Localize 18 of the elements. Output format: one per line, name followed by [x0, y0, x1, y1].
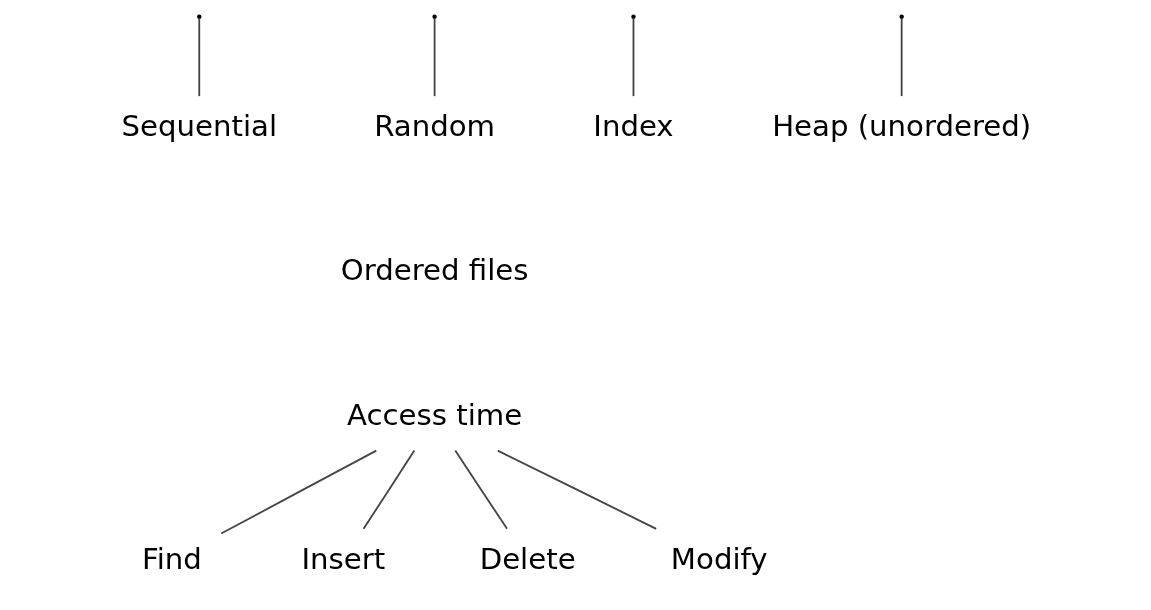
node-text: Sequential	[121, 109, 277, 144]
connector	[900, 17, 903, 98]
node-text: Find	[141, 541, 202, 576]
node-text: Access time	[346, 397, 522, 432]
label: Ordered files	[340, 253, 528, 288]
node-text: Heap (unordered)	[771, 109, 1031, 144]
node-text: Modify	[670, 541, 768, 576]
node-text: Insert	[301, 541, 385, 576]
connector	[453, 449, 508, 530]
node-text: Delete	[479, 541, 576, 576]
connector	[496, 449, 657, 530]
connector	[362, 449, 415, 530]
connector	[219, 449, 377, 535]
connector	[433, 17, 436, 98]
connector	[632, 17, 634, 98]
node-text: Random	[373, 109, 495, 144]
connector	[197, 17, 200, 98]
node-text: Index	[592, 109, 674, 144]
